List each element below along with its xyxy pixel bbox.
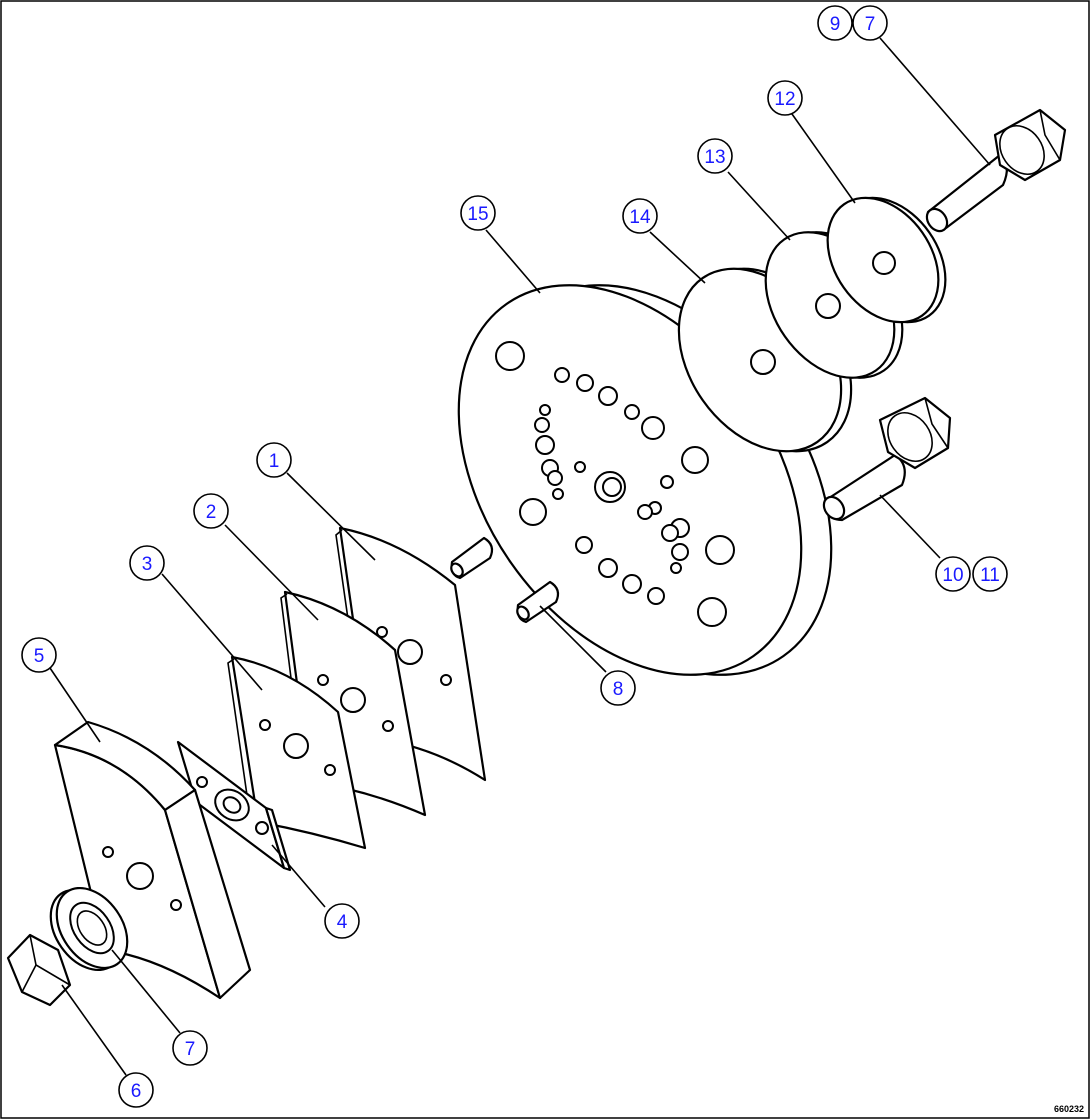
callout-5: 5 xyxy=(21,637,57,673)
callout-10: 10 xyxy=(935,556,971,592)
svg-text:6: 6 xyxy=(131,1081,142,1102)
callout-12: 12 xyxy=(767,80,803,116)
callout-3: 3 xyxy=(129,545,165,581)
svg-text:9: 9 xyxy=(830,14,841,35)
nut-part-6[interactable] xyxy=(6,933,72,1007)
svg-text:13: 13 xyxy=(704,147,725,168)
block-part-5[interactable] xyxy=(53,720,252,1000)
callout-7-lower: 7 xyxy=(172,1030,208,1066)
bolt-lower-part-10[interactable] xyxy=(820,396,952,523)
callout-14: 14 xyxy=(622,198,658,234)
svg-text:14: 14 xyxy=(629,207,651,228)
svg-text:11: 11 xyxy=(980,565,1000,586)
callout-1: 1 xyxy=(256,442,292,478)
leader-lines xyxy=(49,37,991,1076)
svg-text:4: 4 xyxy=(337,912,348,933)
svg-text:2: 2 xyxy=(206,502,217,523)
svg-text:7: 7 xyxy=(185,1039,196,1060)
dowel-pin-upper[interactable] xyxy=(449,536,494,580)
bolt-upper-part-9[interactable] xyxy=(923,108,1067,235)
svg-text:3: 3 xyxy=(142,554,153,575)
callout-7-upper: 7 xyxy=(852,5,888,41)
callout-9: 9 xyxy=(817,5,853,41)
callout-2: 2 xyxy=(193,493,229,529)
callout-15: 15 xyxy=(460,195,496,231)
washer-part-12[interactable] xyxy=(805,177,969,343)
callout-13: 13 xyxy=(697,138,733,174)
svg-text:15: 15 xyxy=(467,204,488,225)
callout-8: 8 xyxy=(600,670,636,706)
dowel-pin-part-8[interactable] xyxy=(515,580,560,624)
callout-6: 6 xyxy=(118,1072,154,1108)
svg-text:7: 7 xyxy=(865,14,876,35)
plate-part-3[interactable] xyxy=(227,655,367,850)
drawing-id-label: 660232 xyxy=(1054,1104,1084,1114)
svg-text:1: 1 xyxy=(269,451,280,472)
svg-text:8: 8 xyxy=(613,679,624,700)
callout-4: 4 xyxy=(324,903,360,939)
svg-text:10: 10 xyxy=(942,565,963,586)
svg-text:12: 12 xyxy=(774,89,795,110)
svg-text:5: 5 xyxy=(34,646,45,667)
callout-11: 11 xyxy=(972,556,1008,592)
gasket-part-4[interactable] xyxy=(176,740,292,872)
washer-part-7-lower[interactable] xyxy=(36,875,142,984)
